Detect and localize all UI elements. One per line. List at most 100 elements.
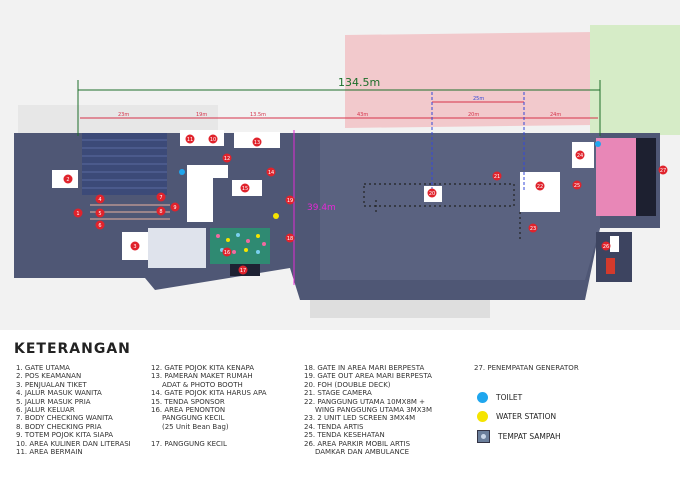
marker-22: 22 (535, 181, 545, 191)
parked-car (610, 236, 619, 252)
marker-3: 3 (130, 241, 140, 251)
marker-label: 26 (603, 244, 609, 250)
legend-item: 18. GATE IN AREA MARI BERPESTA (304, 364, 425, 372)
legend-item: DAMKAR DAN AMBULANCE (315, 448, 410, 457)
marker-label: 1 (76, 211, 79, 217)
marker-label: 6 (98, 223, 101, 229)
fence-lines (363, 183, 521, 240)
marker-26: 26 (601, 241, 611, 251)
marker-label: 18 (287, 236, 293, 242)
legend-item: 24. TENDA ARTIS (304, 422, 364, 431)
legend-column-4: 27. PENEMPATAN GENERATOR (474, 364, 579, 372)
water-markers (273, 213, 279, 219)
location-markers: 1234567891011121314151617181920212223242… (63, 134, 668, 275)
green-area (590, 25, 680, 135)
legend-item: 5. JALUR MASUK PRIA (16, 397, 91, 406)
legend-item: 23. 2 UNIT LED SCREEN 3MX4M (304, 414, 416, 423)
dim-19m: 19m (196, 112, 207, 118)
dim-13-5m: 13.5m (250, 112, 266, 118)
legend-item: 15. TENDA SPONSOR (151, 397, 225, 406)
dimension-lines (80, 101, 598, 119)
marker-20: 20 (427, 188, 437, 198)
marker-label: 12 (224, 156, 230, 162)
legend-item: 16. AREA PENONTON (151, 406, 226, 415)
legend-item: PANGGUNG KECIL (162, 414, 225, 423)
marker-label: 8 (159, 209, 162, 215)
legend-item: 3. PENJUALAN TIKET (16, 380, 87, 389)
parked-truck (606, 258, 615, 274)
marker-14: 14 (266, 167, 276, 177)
dim-39-4m: 39.4m (307, 203, 336, 213)
marker-label: 17 (240, 268, 246, 274)
legend-item: 25. TENDA KESEHATAN (304, 431, 385, 440)
toilet-icon (477, 392, 488, 403)
marker-16: 16 (222, 247, 232, 257)
marker-label: 15 (242, 186, 248, 192)
dim-20m: 20m (468, 112, 479, 118)
marker-21: 21 (492, 171, 502, 181)
marker-label: 19 (287, 198, 293, 204)
marker-27: 27 (658, 165, 668, 175)
legend-item: 20. FOH (DOUBLE DECK) (304, 380, 391, 389)
marker-23: 23 (528, 223, 538, 233)
bean-bags (216, 233, 266, 254)
legend-item: 9. TOTEM POJOK KITA SIAPA (16, 431, 114, 440)
legend-spacer (151, 431, 267, 439)
legend-item: 6. JALUR KELUAR (16, 406, 75, 415)
marker-2: 2 (63, 174, 73, 184)
trash-bin-icon (477, 430, 490, 443)
key-water-label: WATER STATION (496, 412, 557, 421)
marker-19: 19 (285, 195, 295, 205)
legend-title: KETERANGAN (14, 341, 131, 357)
seating-area (148, 228, 206, 268)
dim-23m: 23m (118, 112, 129, 118)
marker-label: 13 (254, 140, 260, 146)
marker-5: 5 (95, 208, 105, 218)
legend-item: 26. AREA PARKIR MOBIL ARTIS (304, 439, 411, 448)
legend-item: 4. JALUR MASUK WANITA (16, 389, 102, 398)
legend-item: WING PANGGUNG UTAMA 3MX3M (315, 406, 433, 415)
legend-item: 2. POS KEAMANAN (16, 372, 82, 381)
key-toilet: TOILET (477, 392, 522, 403)
marker-label: 11 (187, 137, 193, 143)
generator-area (596, 138, 636, 216)
legend-item: 13. PAMERAN MAKET RUMAH (151, 372, 253, 381)
key-water: WATER STATION (477, 411, 556, 422)
dim-24m: 24m (550, 112, 561, 118)
legend-column-3: 18. GATE IN AREA MARI BERPESTA 19. GATE … (304, 364, 432, 456)
marker-8: 8 (156, 206, 166, 216)
marker-18: 18 (285, 233, 295, 243)
marker-6: 6 (95, 220, 105, 230)
dim-43m: 43m (357, 112, 368, 118)
play-area-tent (187, 165, 228, 222)
marker-label: 22 (537, 184, 543, 190)
legend-item: 11. AREA BERMAIN (16, 448, 83, 457)
legend-item: 17. PANGGUNG KECIL (151, 439, 227, 448)
site-plan: 134.5m 23m 19m 13.5m 43m 25m 20m 24m 39.… (0, 0, 680, 330)
marker-25: 25 (572, 180, 582, 190)
marker-12: 12 (222, 153, 232, 163)
key-toilet-label: TOILET (496, 393, 523, 402)
marker-label: 14 (268, 170, 274, 176)
marker-17: 17 (238, 265, 248, 275)
marker-10: 10 (208, 134, 218, 144)
marker-label: 24 (577, 153, 583, 159)
water-station-icon (477, 411, 488, 422)
small-stage-audience (210, 228, 270, 264)
marker-label: 23 (530, 226, 536, 232)
marker-label: 27 (660, 168, 666, 174)
legend-item: 12. GATE POJOK KITA KENAPA (151, 364, 255, 372)
legend-item: 21. STAGE CAMERA (304, 389, 372, 398)
marker-9: 9 (170, 202, 180, 212)
legend-item: 22. PANGGUNG UTAMA 10MX8M + (304, 397, 426, 406)
generator-block (636, 138, 656, 216)
marker-15: 15 (240, 183, 250, 193)
marker-label: 16 (224, 250, 230, 256)
marker-label: 25 (574, 183, 580, 189)
marker-label: 21 (494, 174, 500, 180)
marker-label: 2 (66, 177, 69, 183)
marker-label: 4 (98, 197, 101, 203)
marker-label: 20 (429, 191, 435, 197)
legend-column-1: 1. GATE UTAMA 2. POS KEAMANAN 3. PENJUAL… (16, 364, 131, 456)
dim-total: 134.5m (338, 76, 380, 89)
